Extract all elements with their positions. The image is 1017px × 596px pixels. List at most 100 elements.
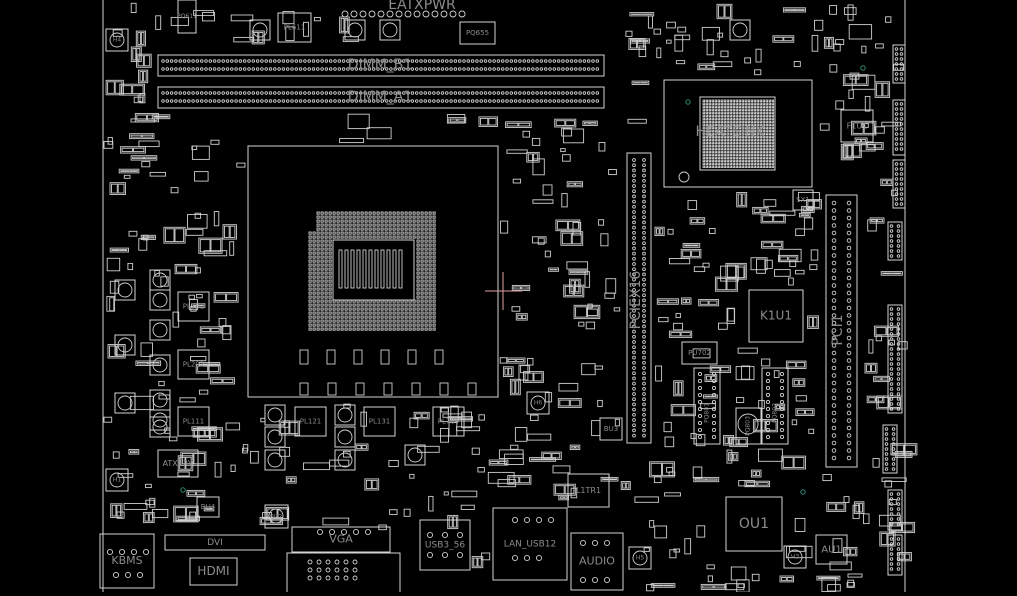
cpu-ball [425, 220, 427, 222]
cpu-ball [421, 324, 423, 326]
chipset-ball [766, 139, 768, 141]
chipset-ball [742, 157, 744, 159]
cpu-ball [409, 304, 411, 306]
smd-pad [605, 293, 614, 298]
pad [753, 472, 756, 476]
pad-outline [849, 25, 871, 39]
chipset-ball [733, 163, 735, 165]
cpu-ball [341, 228, 343, 230]
dimm-pin [476, 100, 479, 103]
pci-pin [847, 344, 851, 348]
smd-pad [104, 417, 112, 422]
label-pq655: PQ655 [466, 29, 489, 37]
pin [897, 378, 900, 381]
chipset-ball [748, 100, 750, 102]
cpu-ball [397, 212, 399, 214]
pad-outline [669, 259, 689, 264]
dimm-pin [213, 100, 216, 103]
cpu-ball [421, 296, 423, 298]
pin [897, 235, 900, 238]
cpu-ball [309, 276, 311, 278]
cpu-ball [377, 312, 379, 314]
pad-outline [862, 46, 866, 53]
chipset-ball [742, 100, 744, 102]
chipset-ball [724, 142, 726, 144]
dimm-pin [596, 92, 599, 95]
chipset-ball [703, 148, 705, 150]
pci-pin [847, 389, 851, 393]
inductor-coil [153, 293, 167, 307]
pad [571, 272, 578, 273]
pcie-pin [633, 190, 636, 193]
cpu-ball [317, 292, 319, 294]
chipset-ball [763, 115, 765, 117]
chipset-ball [748, 160, 750, 162]
chipset-ball [757, 154, 759, 156]
cpu-ball [393, 212, 395, 214]
cpu-ball [361, 308, 363, 310]
pcie-pin [633, 434, 636, 437]
chipset-ball [763, 100, 765, 102]
cpu-ball [317, 280, 319, 282]
cpu-ball [349, 304, 351, 306]
smd-pad [707, 40, 713, 55]
dimm-pin [433, 68, 436, 71]
dimm-pin [540, 68, 543, 71]
chipset-ball [703, 163, 705, 165]
eatxpwr-pin [351, 11, 357, 17]
smd-pad [830, 65, 837, 72]
dimm-pin [338, 60, 341, 63]
chipset-ball [709, 163, 711, 165]
chipset-ball [736, 121, 738, 123]
smd-pad [211, 140, 219, 144]
smd-pad [810, 265, 817, 270]
cpu-ball [321, 308, 323, 310]
dimm-pin [506, 100, 509, 103]
cpu-ball [417, 316, 419, 318]
dimm-pin [575, 68, 578, 71]
smd-pad [156, 16, 161, 30]
pci-pin [847, 366, 851, 370]
pci-pin [847, 411, 851, 415]
pad-outline [203, 13, 215, 21]
pin [892, 448, 895, 451]
chipset-ball [724, 145, 726, 147]
crosshair-cursor [485, 272, 522, 310]
dimm-pin [162, 100, 165, 103]
pad [528, 154, 532, 161]
cpu-ball [397, 308, 399, 310]
smd-pad [516, 314, 527, 320]
dimm-pin [514, 60, 517, 63]
pad [668, 300, 677, 303]
chipset-ball [772, 154, 774, 156]
dimm-pin [239, 100, 242, 103]
chipset-ball [763, 163, 765, 165]
chipset-ball [709, 121, 711, 123]
chipset-ball [739, 166, 741, 168]
pad-outline [545, 251, 550, 257]
dimm-pin [437, 100, 440, 103]
pin [712, 386, 715, 389]
chipset-ball [766, 133, 768, 135]
pad-outline [567, 182, 582, 187]
pad-outline [876, 44, 884, 48]
cpu-ball [409, 220, 411, 222]
cpu-ball [317, 264, 319, 266]
cpu-ball [321, 312, 323, 314]
pad [882, 378, 888, 380]
pcie-pin [643, 205, 646, 208]
cpu-ball [429, 220, 431, 222]
pad [725, 437, 728, 444]
chipset-ball [772, 118, 774, 120]
smd-pad [512, 285, 529, 290]
pad-outline [511, 445, 518, 449]
dimm-pin [506, 92, 509, 95]
pad [717, 279, 726, 290]
pad [133, 49, 136, 61]
dimm-pin [235, 100, 238, 103]
smd-pad [836, 101, 844, 109]
inductor-coil [253, 23, 267, 37]
dimm-pin [170, 100, 173, 103]
